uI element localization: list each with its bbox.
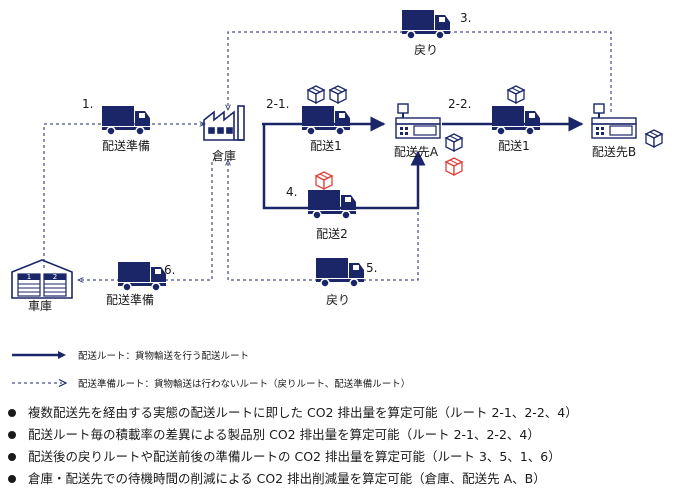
box-icon	[445, 133, 463, 152]
route-1-dashed	[43, 124, 205, 268]
feature-bullet-list: 複数配送先を経由する実態の配送ルートに即した CO2 排出量を算定可能（ルート …	[8, 402, 578, 490]
truck-route-1	[101, 105, 151, 136]
step-5-label: 戻り	[326, 293, 350, 307]
shop-icon-dest-b	[591, 103, 637, 139]
legend-solid: 配送ルート：貨物輸送を行う配送ルート	[12, 348, 249, 362]
solid-line-legend-icon	[12, 351, 66, 359]
dest-a-label: 配送先A	[394, 144, 439, 159]
truck-route-4	[307, 189, 357, 220]
step-2-2-number: 2-2.	[448, 97, 471, 111]
truck-route-2-2	[491, 105, 541, 136]
step-1-label: 配送準備	[102, 138, 150, 153]
step-6-label: 配送準備	[106, 292, 154, 307]
box-red-icon	[315, 171, 333, 190]
dashed-line-legend-icon	[12, 378, 68, 388]
step-3-label: 戻り	[414, 43, 438, 57]
box-icon	[329, 85, 347, 104]
list-item-text: 倉庫・配送先での待機時間の削減による CO2 排出削減量を算定可能（倉庫、配送先…	[28, 471, 546, 486]
factory-icon	[203, 105, 245, 141]
list-item: 配送ルート毎の積載率の差異による製品別 CO2 排出量を算定可能（ルート 2-1…	[8, 424, 578, 446]
box-icon	[507, 85, 525, 104]
box-icon	[645, 129, 663, 148]
bullet-icon	[8, 475, 16, 483]
dashed-routes	[43, 31, 612, 280]
garage-icon: 1 2	[11, 259, 73, 299]
bullet-icon	[8, 431, 16, 439]
garage-label: 車庫	[28, 299, 52, 313]
list-item-text: 複数配送先を経由する実態の配送ルートに即した CO2 排出量を算定可能（ルート …	[28, 405, 578, 420]
shop-icon-dest-a	[395, 103, 441, 139]
truck-route-2-1	[301, 105, 351, 136]
step-2-1-label: 配送1	[310, 138, 342, 153]
step-4-label: 配送2	[316, 226, 348, 241]
step-6-number: 6.	[164, 263, 175, 277]
garage-door-label: 2	[53, 273, 57, 281]
dest-b-label: 配送先B	[592, 144, 636, 159]
step-4-number: 4.	[286, 185, 297, 199]
list-item: 倉庫・配送先での待機時間の削減による CO2 排出削減量を算定可能（倉庫、配送先…	[8, 468, 578, 490]
list-item-text: 配送ルート毎の積載率の差異による製品別 CO2 排出量を算定可能（ルート 2-1…	[28, 427, 540, 442]
warehouse-label: 倉庫	[212, 148, 236, 163]
bullet-icon	[8, 453, 16, 461]
truck-route-6	[117, 261, 167, 292]
step-5-number: 5.	[366, 261, 377, 275]
legend-dashed-text: 配送準備ルート：貨物輸送は行わないルート（戻りルート、配送準備ルート）	[78, 379, 411, 390]
legend-solid-text: 配送ルート：貨物輸送を行う配送ルート	[78, 351, 250, 362]
list-item: 配送後の戻りルートや配送前後の準備ルートの CO2 排出量を算定可能（ルート 3…	[8, 446, 578, 468]
garage-door-label: 1	[27, 273, 31, 281]
legend-dashed: 配送準備ルート：貨物輸送は行わないルート（戻りルート、配送準備ルート）	[12, 376, 410, 390]
list-item-text: 配送後の戻りルートや配送前後の準備ルートの CO2 排出量を算定可能（ルート 3…	[28, 449, 561, 464]
box-icon	[307, 85, 325, 104]
step-3-number: 3.	[460, 11, 471, 25]
step-2-2-label: 配送1	[498, 138, 530, 153]
list-item: 複数配送先を経由する実態の配送ルートに即した CO2 排出量を算定可能（ルート …	[8, 402, 578, 424]
step-1-number: 1.	[82, 97, 93, 111]
truck-route-3	[401, 9, 451, 40]
bullet-icon	[8, 409, 16, 417]
truck-route-5	[315, 257, 365, 288]
step-2-1-number: 2-1.	[266, 97, 289, 111]
box-red-icon	[445, 157, 463, 176]
